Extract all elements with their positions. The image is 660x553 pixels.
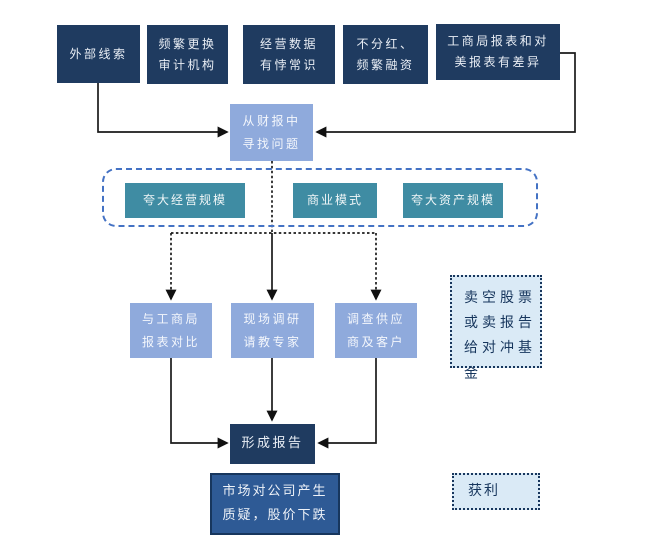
categories-panel (102, 168, 538, 227)
clue-box-frequent-auditor-changes: 频繁更换 审计机构 (147, 25, 228, 84)
category-exaggerate-asset-scale: 夸大资产规模 (403, 183, 503, 218)
edge-investigate-to-report (317, 358, 377, 449)
note-short-sell-or-sell-report-to-hedge-funds: 卖空股票 或卖报告 给对冲基 金 (450, 275, 542, 382)
category-exaggerate-business-scale: 夸大经营规模 (125, 183, 245, 218)
method-compare-bureau-reports: 与工商局 报表对比 (130, 303, 212, 358)
node-form-report: 形成报告 (230, 424, 315, 464)
method-field-research-consult-experts: 现场调研 请教专家 (231, 303, 314, 358)
clue-box-no-dividend-frequent-financing: 不分红、 频繁融资 (343, 25, 428, 84)
clue-box-external-leads: 外部线索 (57, 25, 140, 83)
clue-box-operating-data-counterintuitive: 经营数据 有悖常识 (243, 25, 335, 84)
clue-box-bureau-vs-us-report-discrepancy: 工商局报表和对 美报表有差异 (436, 24, 560, 80)
edge-compare-to-report (170, 358, 229, 449)
node-market-doubt-stock-falls: 市场对公司产生 质疑，股价下跌 (210, 473, 340, 535)
node-find-problems-in-financials: 从财报中 寻找问题 (230, 104, 313, 161)
category-business-model: 商业模式 (293, 183, 377, 218)
method-investigate-suppliers-customers: 调查供应 商及客户 (335, 303, 417, 358)
edge-bureau-report-to-find-problems (315, 52, 576, 138)
edge-external-leads-to-find-problems (97, 83, 229, 138)
note-profit: 获利 (452, 473, 540, 510)
